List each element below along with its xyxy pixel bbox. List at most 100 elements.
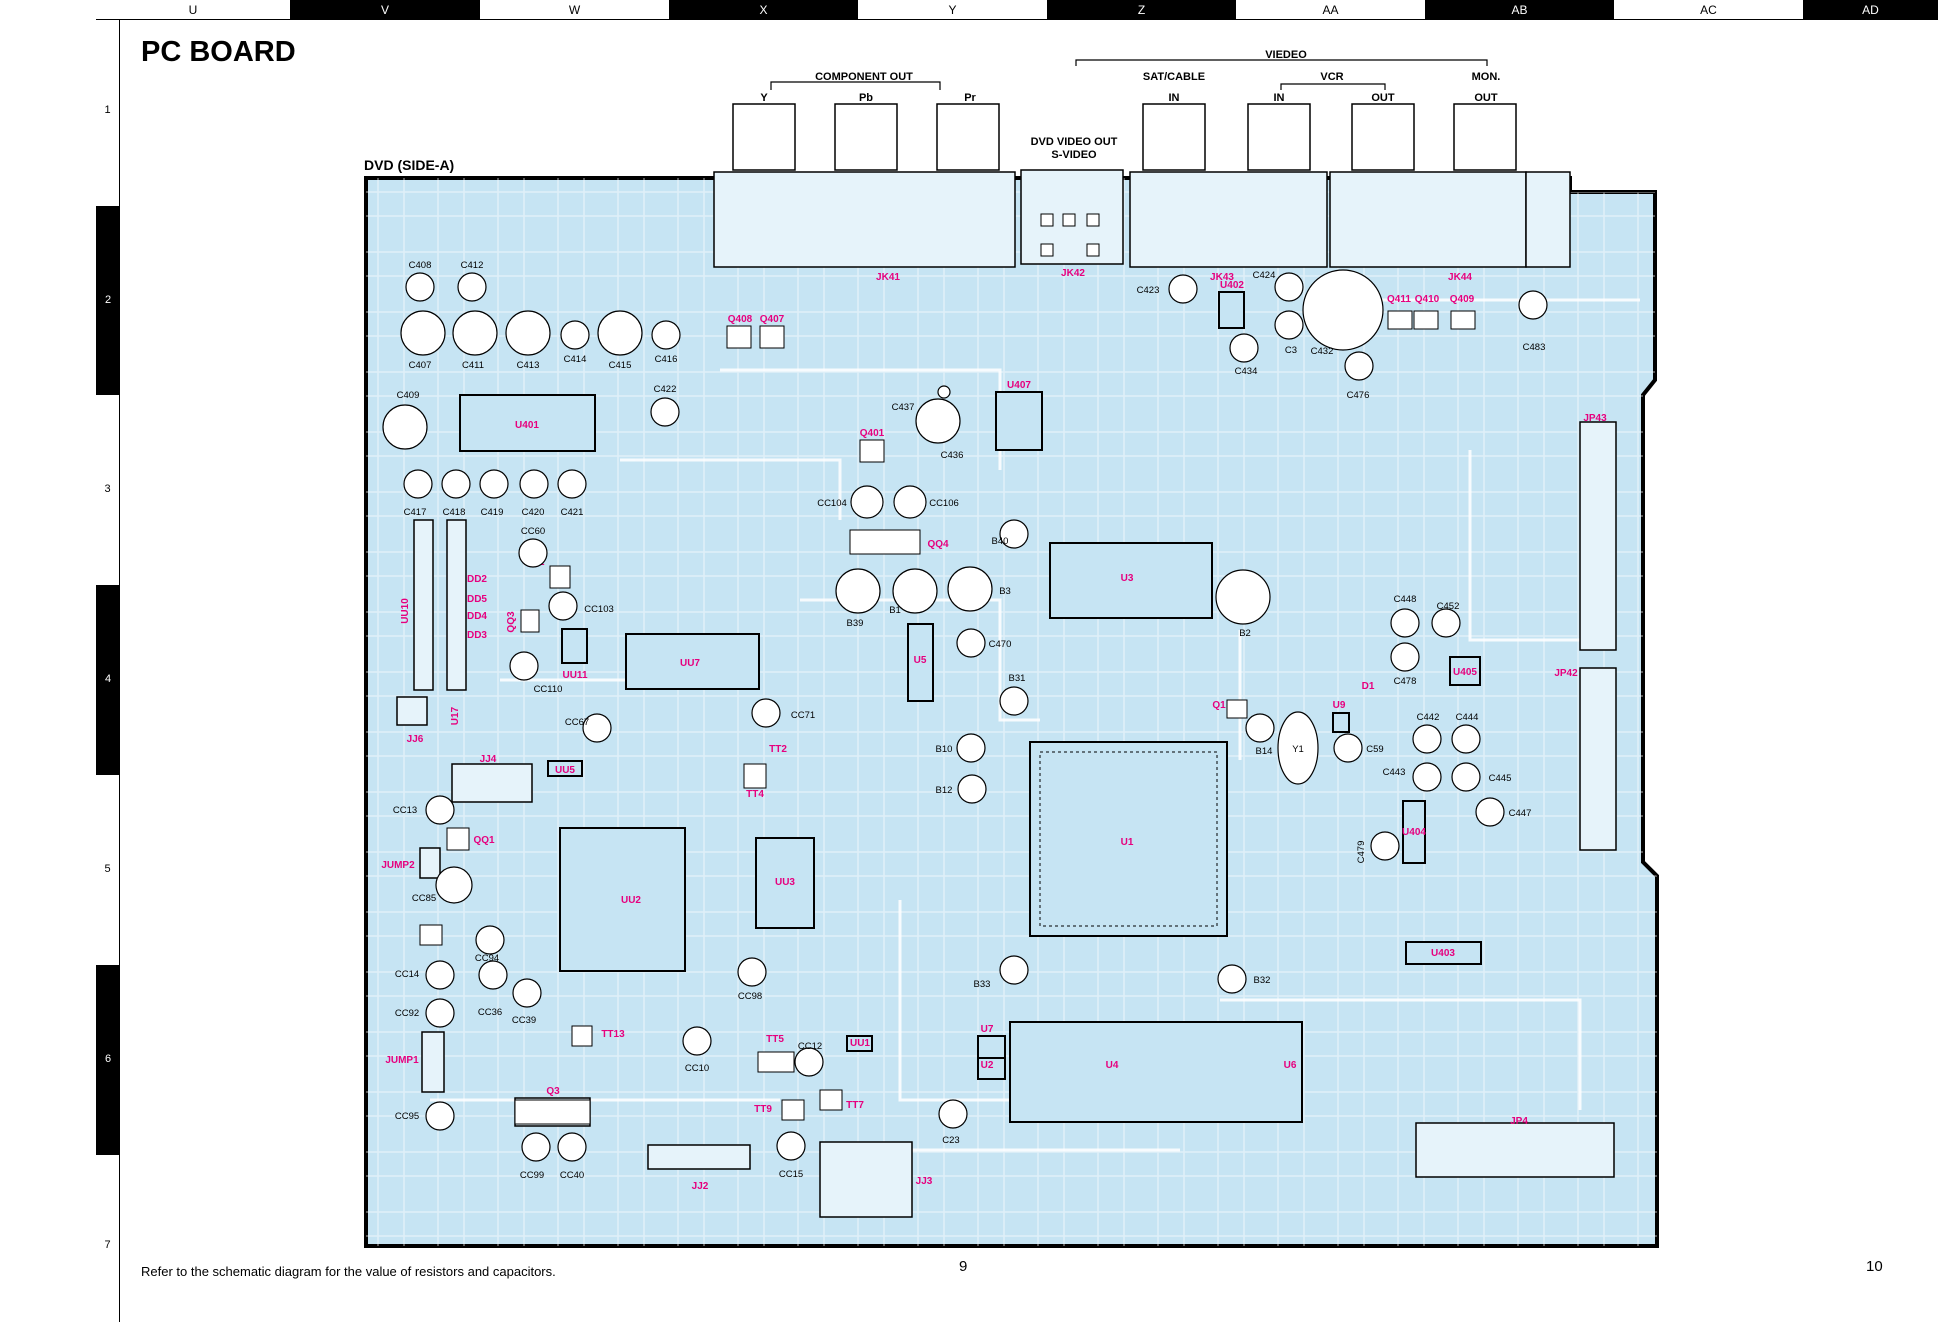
diode-dd4: DD4 — [467, 611, 487, 622]
connector-u17: U17 — [450, 706, 461, 725]
connector-jj3: JJ3 — [916, 1176, 933, 1187]
connector-jj4: JJ4 — [480, 754, 497, 765]
cap-cc60: CC60 — [521, 526, 545, 537]
chip-uu1: UU1 — [850, 1038, 870, 1049]
transistor-tt13: TT13 — [601, 1029, 625, 1040]
column-label-aa: AA — [1236, 0, 1425, 20]
column-label-z: Z — [1047, 0, 1236, 20]
cap-b10: B10 — [936, 744, 953, 755]
cap-c434: C434 — [1235, 366, 1258, 377]
transistor-q411: Q411 — [1387, 294, 1411, 305]
cap-cc10: CC10 — [685, 1063, 709, 1074]
vcr-out-label: OUT — [1371, 92, 1395, 104]
s-video-label: S-VIDEO — [1051, 149, 1097, 161]
vcr-in-label: IN — [1274, 92, 1285, 104]
cap-c415: C415 — [609, 360, 632, 371]
row-label-5: 5 — [96, 775, 120, 965]
chip-uu7: UU7 — [680, 658, 700, 669]
cap-c417: C417 — [404, 507, 427, 518]
column-label-ab: AB — [1425, 0, 1614, 20]
chip-u7: U7 — [981, 1024, 994, 1035]
chip-u405: U405 — [1453, 667, 1477, 678]
cap-c470: C470 — [989, 639, 1012, 650]
transistor-qq3: QQ3 — [506, 611, 517, 633]
cap-cc99: CC99 — [520, 1170, 544, 1181]
pb-label: Pb — [859, 92, 873, 104]
cap-c476: C476 — [1347, 390, 1370, 401]
chip-u2: U2 — [981, 1060, 994, 1071]
mon-out-label: OUT — [1474, 92, 1498, 104]
cap-c447: C447 — [1509, 808, 1532, 819]
cap-cc15: CC15 — [779, 1169, 803, 1180]
cap-c424: C424 — [1253, 270, 1276, 281]
cap-b40: B40 — [992, 536, 1009, 547]
cap-c59: C59 — [1366, 744, 1383, 755]
cap-b12: B12 — [936, 785, 953, 796]
vcr-label: VCR — [1320, 71, 1343, 83]
chip-uu5: UU5 — [555, 765, 575, 776]
cap-c423: C423 — [1137, 285, 1160, 296]
chip-u9: U9 — [1333, 700, 1346, 711]
cap-b3: B3 — [999, 586, 1011, 597]
cap-c452: C452 — [1437, 601, 1460, 612]
page-number-right: 10 — [1866, 1258, 1883, 1275]
transistor-q408: Q408 — [728, 314, 753, 325]
cap-cc71: CC71 — [791, 710, 815, 721]
transistor-q3: Q3 — [546, 1086, 560, 1097]
transistor-qq4: QQ4 — [927, 539, 949, 550]
cap-c409: C409 — [397, 390, 420, 401]
cap-c416: C416 — [655, 354, 678, 365]
row-label-3: 3 — [96, 395, 120, 585]
cap-cc14: CC14 — [395, 969, 419, 980]
chip-u407: U407 — [1007, 380, 1031, 391]
chip-uu11: UU11 — [562, 670, 587, 681]
board-side-label: DVD (SIDE-A) — [364, 157, 454, 173]
dvd-video-out-label: DVD VIDEO OUT — [1031, 136, 1118, 148]
connector-jp42: JP42 — [1554, 668, 1578, 679]
cap-cc12: CC12 — [798, 1041, 822, 1052]
transistor-tt9: TT9 — [754, 1104, 772, 1115]
diode-dd3: DD3 — [467, 630, 487, 641]
cap-c421: C421 — [561, 507, 584, 518]
cap-c443: C443 — [1383, 767, 1406, 778]
cap-c3: C3 — [1285, 345, 1297, 356]
row-label-2: 2 — [96, 206, 120, 395]
transistor-tt2: TT2 — [769, 744, 787, 755]
cap-c23: C23 — [942, 1135, 959, 1146]
transistor-q407: Q407 — [760, 314, 785, 325]
connector-jp4: JP4 — [1510, 1116, 1528, 1127]
footer-note: Refer to the schematic diagram for the v… — [141, 1264, 556, 1279]
chip-u4: U4 — [1106, 1060, 1119, 1071]
row-label-1: 1 — [96, 20, 120, 206]
chip-u6: U6 — [1284, 1060, 1297, 1071]
connector-jj6: JJ6 — [407, 734, 424, 745]
cap-c422: C422 — [654, 384, 677, 395]
cap-b14: B14 — [1256, 746, 1273, 757]
pr-label: Pr — [964, 92, 976, 104]
chip-uu2: UU2 — [621, 895, 641, 906]
chip-u402: U402 — [1220, 280, 1244, 291]
transistor-tt5: TT5 — [766, 1034, 784, 1045]
transistor-tt7: TT7 — [846, 1100, 864, 1111]
cap-b2: B2 — [1239, 628, 1251, 639]
cap-c413: C413 — [517, 360, 540, 371]
cap-c478: C478 — [1394, 676, 1417, 687]
connector-jk44: JK44 — [1448, 272, 1472, 283]
column-ruler: U V W X Y Z AA AB AC AD — [0, 0, 1938, 20]
cap-c419: C419 — [481, 507, 504, 518]
cap-c411: C411 — [462, 360, 484, 371]
transistor-q1: Q1 — [1212, 700, 1226, 711]
cap-c448: C448 — [1394, 594, 1417, 605]
cap-cc39: CC39 — [512, 1015, 536, 1026]
cap-cc95: CC95 — [395, 1111, 419, 1122]
cap-cc98: CC98 — [738, 991, 762, 1002]
cap-c412: C412 — [461, 260, 484, 271]
cap-b32: B32 — [1254, 975, 1271, 986]
diode-dd2: DD2 — [467, 574, 487, 585]
cap-c437: C437 — [892, 402, 915, 413]
cap-cc40: CC40 — [560, 1170, 584, 1181]
chip-uu3: UU3 — [775, 877, 795, 888]
connector-jp43: JP43 — [1583, 413, 1607, 424]
sat-in-label: IN — [1169, 92, 1180, 104]
